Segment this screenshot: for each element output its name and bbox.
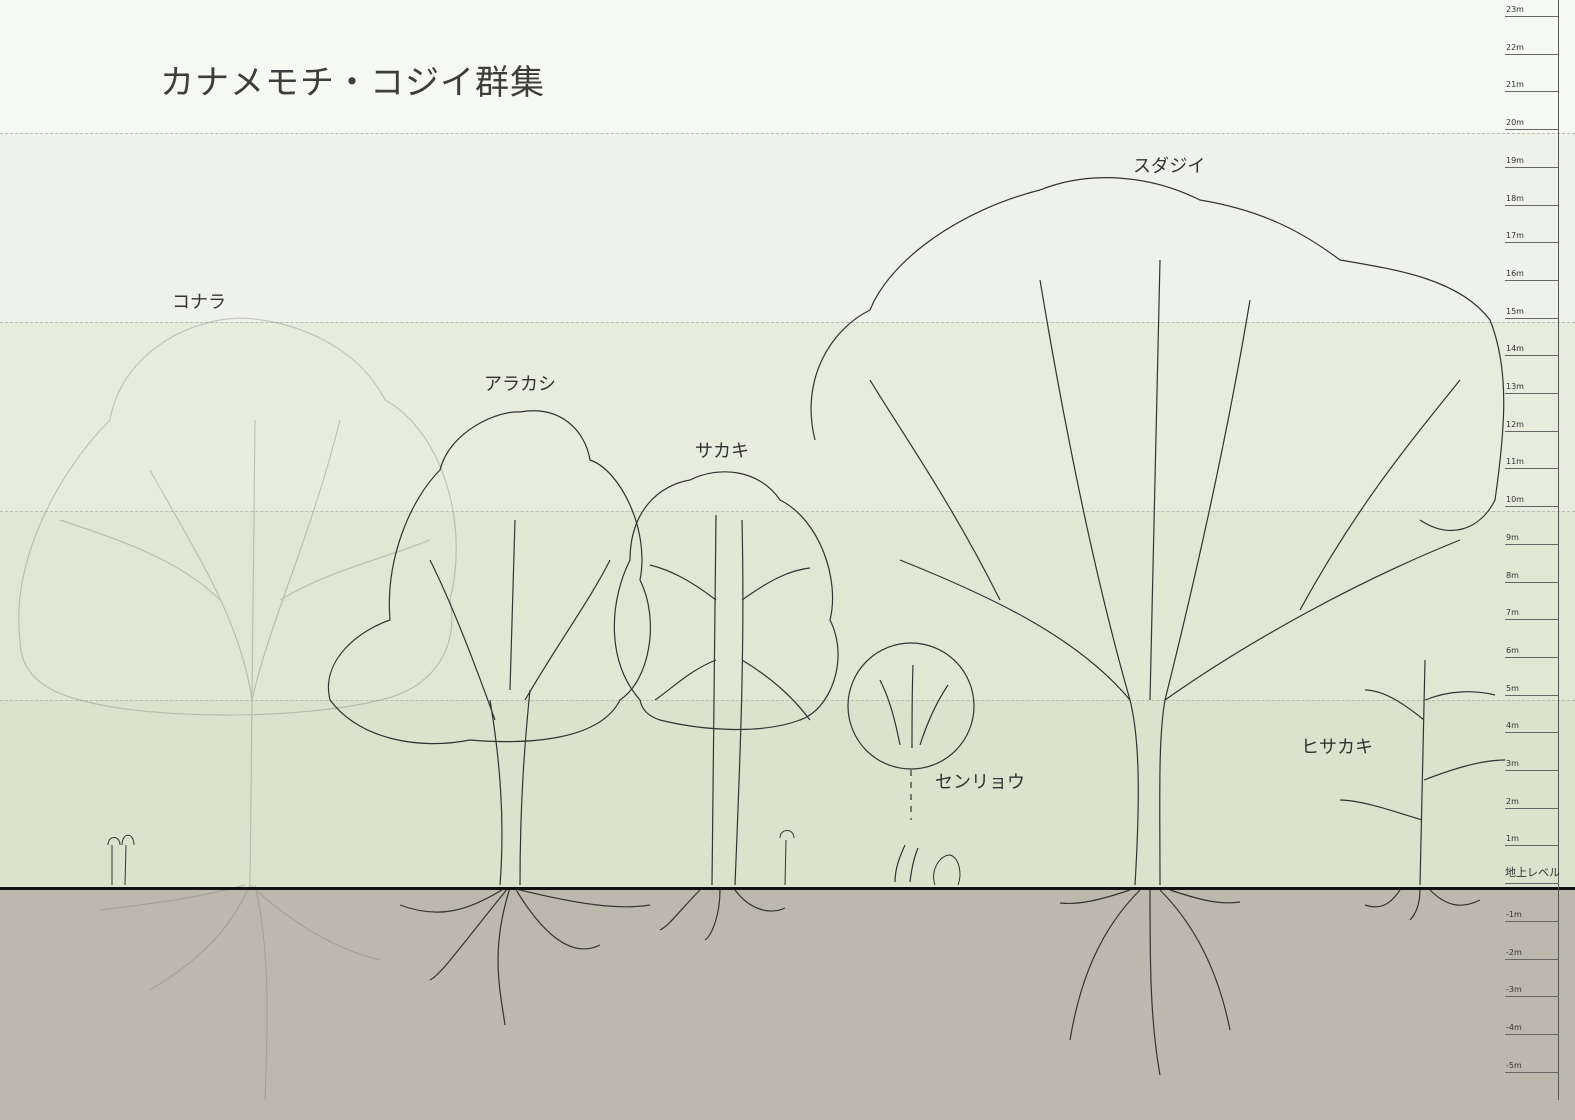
scale-tick xyxy=(1505,393,1559,394)
scale-tick-label: 12m xyxy=(1506,419,1524,429)
scale-tick-label: 19m xyxy=(1506,155,1524,165)
sudajii-tree xyxy=(810,177,1505,1076)
konara-tree xyxy=(18,317,457,1101)
scale-tick xyxy=(1505,883,1559,884)
soil-band xyxy=(0,889,1575,1120)
scale-tick xyxy=(1505,317,1559,319)
page-title: カナメモチ・コジイ群集 xyxy=(160,63,545,103)
scale-tick-label: 3m xyxy=(1506,759,1519,768)
scale-tick xyxy=(1505,619,1559,621)
scale-tick xyxy=(1505,242,1559,244)
scale-tick xyxy=(1505,166,1559,168)
label-hisakaki: ヒサカキ xyxy=(1301,737,1373,758)
scale-tick-label: 11m xyxy=(1506,457,1524,467)
label-senryou: センリョウ xyxy=(935,772,1025,793)
scale-tick xyxy=(1505,958,1559,960)
scale-tick-label: -2m xyxy=(1506,947,1522,957)
scale-tick-label: 14m xyxy=(1506,344,1524,354)
height-scale: 23m 22m 21m 20m 19m 18m 17m 16m 15m 14m 13m 12m 11m 1… xyxy=(1505,0,1575,1120)
scale-tick-label: 7m xyxy=(1506,608,1519,618)
scale-tick xyxy=(1505,355,1559,357)
height-band-20-15m xyxy=(0,133,1575,323)
scale-tick-label: 20m xyxy=(1506,118,1524,128)
label-sudajii: スダジイ xyxy=(1133,156,1206,177)
height-band-10-5m xyxy=(0,511,1575,701)
scale-tick xyxy=(1505,996,1559,998)
scale-tick xyxy=(1505,279,1559,281)
scale-tick xyxy=(1505,921,1559,922)
scale-tick xyxy=(1505,656,1559,658)
scale-tick-label: -5m xyxy=(1506,1060,1522,1070)
height-band-5-0m xyxy=(0,700,1575,890)
scale-tick-label: 18m xyxy=(1506,193,1524,203)
scale-tick xyxy=(1505,91,1559,93)
scale-tick xyxy=(1505,543,1559,545)
scale-tick xyxy=(1505,430,1559,432)
scale-tick xyxy=(1505,129,1559,131)
ground-level-line xyxy=(0,887,1575,890)
arakashi-tree xyxy=(327,410,651,1026)
scale-tick-label: 13m xyxy=(1506,382,1524,391)
scale-tick-label: 1m xyxy=(1506,834,1519,844)
scale-tick-label: 2m xyxy=(1506,796,1519,806)
people-figures xyxy=(107,830,961,886)
scale-tick xyxy=(1505,807,1559,809)
scale-tick xyxy=(1505,1034,1559,1036)
scale-tick-label: 15m xyxy=(1506,306,1524,316)
scale-tick-label: 9m xyxy=(1506,532,1519,542)
scale-tick xyxy=(1505,845,1559,847)
ground-level-label: 地上レベル xyxy=(1505,866,1560,879)
scale-tick xyxy=(1505,581,1559,583)
sky-band xyxy=(0,0,1575,133)
hisakaki-tree xyxy=(1339,659,1506,921)
label-sakaki: サカキ xyxy=(695,441,749,462)
scale-tick-label: 21m xyxy=(1506,80,1524,90)
scale-tick-label: 17m xyxy=(1506,231,1524,241)
scale-tick-label: 6m xyxy=(1506,645,1519,655)
scale-tick xyxy=(1505,204,1559,206)
scale-tick-label: -1m xyxy=(1506,910,1522,919)
scale-tick xyxy=(1505,770,1559,771)
label-konara: コナラ xyxy=(172,292,226,313)
sakaki-tree xyxy=(613,471,839,941)
senryou-detail xyxy=(847,642,975,883)
scale-tick-label: 8m xyxy=(1506,570,1519,580)
scale-tick-label: 5m xyxy=(1506,683,1519,693)
scale-tick xyxy=(1505,1071,1559,1073)
scale-tick xyxy=(1505,732,1559,734)
scale-tick xyxy=(1505,53,1559,55)
scale-tick xyxy=(1505,506,1559,508)
scale-tick xyxy=(1505,694,1559,696)
scale-tick-label: 10m xyxy=(1506,495,1524,505)
scale-tick-label: 16m xyxy=(1506,268,1524,278)
scale-tick-label: -4m xyxy=(1506,1023,1522,1033)
scale-tick xyxy=(1505,16,1559,17)
scale-tick xyxy=(1505,468,1559,470)
height-band-15-10m xyxy=(0,322,1575,512)
scale-axis xyxy=(1558,0,1559,1100)
label-arakashi: アラカシ xyxy=(484,374,556,395)
scale-tick-label: -3m xyxy=(1506,985,1522,995)
scale-tick-label: 4m xyxy=(1506,721,1519,731)
scale-tick-label: 23m xyxy=(1506,5,1524,14)
scale-tick-label: 22m xyxy=(1506,42,1524,52)
